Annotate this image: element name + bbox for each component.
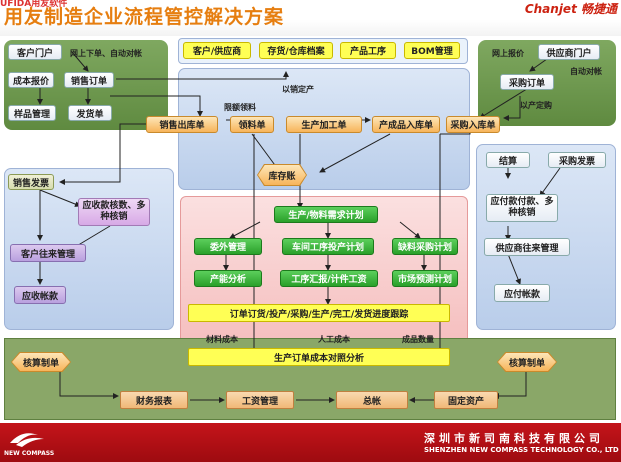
- finance-report-node[interactable]: 财务报表: [120, 391, 188, 409]
- fixed-assets-node[interactable]: 固定资产: [434, 391, 498, 409]
- sales-order-node[interactable]: 销售订单: [64, 72, 114, 88]
- process-report-node[interactable]: 工序汇报/计件工资: [280, 270, 378, 287]
- receivable-writeoff-node[interactable]: 应收款核数、多种核销: [78, 198, 150, 226]
- labor-cost-label: 人工成本: [318, 335, 350, 344]
- company-name-cn: 深圳市新司南科技有限公司: [424, 432, 604, 445]
- cost-analysis-node[interactable]: 生产订单成本对照分析: [188, 348, 450, 366]
- receivable-account-node[interactable]: 应收帐款: [14, 286, 66, 304]
- sample-node[interactable]: 样品管理: [8, 105, 56, 121]
- cost-quote-node[interactable]: 成本报价: [8, 72, 54, 88]
- supplier-ledger-node[interactable]: 供应商往来管理: [484, 238, 570, 256]
- purchase-order-node[interactable]: 采购订单: [500, 74, 554, 90]
- chanjet-logo: Chanjet 畅捷通: [524, 2, 617, 16]
- customer-portal-node[interactable]: 客户门户: [8, 44, 62, 60]
- finished-in-node[interactable]: 产成品入库单: [372, 116, 440, 133]
- payable-writeoff-label: 应付款付款、多种核销: [490, 197, 554, 218]
- product-process-node[interactable]: 产品工序: [340, 42, 396, 59]
- settle-node[interactable]: 结算: [486, 152, 530, 168]
- inventory-ledger-node[interactable]: 库存账: [258, 165, 306, 185]
- order-tracking-node[interactable]: 订单订货/投产/采购/生产/完工/发货进度跟踪: [188, 304, 450, 322]
- sales-invoice-node[interactable]: 销售发票: [8, 174, 54, 190]
- new-compass-logo-icon: [10, 433, 44, 447]
- outsource-node[interactable]: 委外管理: [194, 238, 262, 255]
- payable-account-node[interactable]: 应付帐款: [494, 284, 550, 302]
- customer-supplier-node[interactable]: 客户/供应商: [183, 42, 251, 59]
- footer-logo-text: NEW COMPASS: [4, 450, 55, 457]
- page-title: 用友制造企业流程管控解决方案: [4, 6, 285, 28]
- inventory-file-node[interactable]: 存货/仓库档案: [259, 42, 333, 59]
- supplier-portal-note: 网上报价: [492, 49, 524, 58]
- picking-node[interactable]: 领料单: [230, 116, 274, 133]
- supplier-portal-node[interactable]: 供应商门户: [538, 44, 600, 60]
- by-production-note: 以产定购: [520, 101, 552, 110]
- finished-qty-label: 成品数量: [402, 335, 434, 344]
- workshop-plan-node[interactable]: 车间工序投产计划: [282, 238, 374, 255]
- purchase-in-node[interactable]: 采购入库单: [446, 116, 500, 133]
- bom-node[interactable]: BOM管理: [404, 42, 460, 59]
- footer-bar: NEW COMPASS: [0, 423, 621, 462]
- mrp-node[interactable]: 生产/物料需求计划: [274, 206, 378, 223]
- limit-pick-note: 限额领料: [224, 103, 256, 112]
- material-cost-label: 材料成本: [206, 335, 238, 344]
- title-bar: [0, 0, 621, 36]
- forecast-node[interactable]: 市场预测计划: [392, 270, 458, 287]
- ufida-logo: UFIDA用友软件: [0, 0, 68, 9]
- shipment-node[interactable]: 发货单: [68, 105, 112, 121]
- accounting-right-node[interactable]: 核算制单: [498, 353, 556, 371]
- customer-ledger-node[interactable]: 客户往来管理: [10, 244, 86, 262]
- sales-out-node[interactable]: 销售出库单: [146, 116, 218, 133]
- material-purchase-node[interactable]: 缺料采购计划: [392, 238, 458, 255]
- general-ledger-node[interactable]: 总帐: [336, 391, 408, 409]
- capacity-node[interactable]: 产能分析: [194, 270, 262, 287]
- payable-writeoff-node[interactable]: 应付款付款、多种核销: [486, 194, 558, 222]
- purchase-invoice-node[interactable]: 采购发票: [548, 152, 606, 168]
- production-order-node[interactable]: 生产加工单: [286, 116, 362, 133]
- customer-portal-note: 网上下单、自动对帐: [70, 49, 142, 58]
- supplier-auto-note: 自动对帐: [570, 67, 602, 76]
- accounting-left-node[interactable]: 核算制单: [12, 353, 70, 371]
- payroll-node[interactable]: 工资管理: [226, 391, 294, 409]
- by-sales-note: 以销定产: [282, 85, 314, 94]
- company-name-en: SHENZHEN NEW COMPASS TECHNOLOGY CO., LTD: [424, 446, 619, 454]
- receivable-writeoff-label: 应收款核数、多种核销: [82, 201, 146, 222]
